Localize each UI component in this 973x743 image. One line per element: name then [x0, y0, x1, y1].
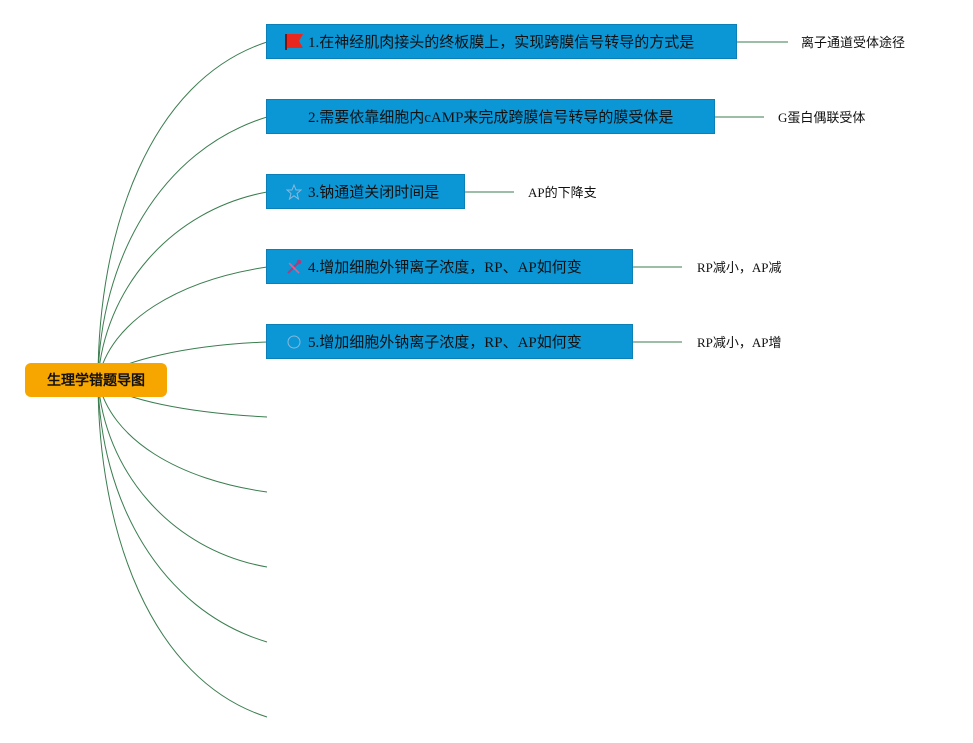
branch-3-label: 3.钠通道关闭时间是: [308, 185, 440, 201]
answer-4[interactable]: RP减小，AP减: [697, 260, 782, 275]
connector-empty-10: [97, 379, 268, 718]
branch-5[interactable]: 5.增加细胞外钠离子浓度，RP、AP如何变: [266, 324, 633, 359]
connector-branch-3: [97, 191, 268, 381]
connector-branch-1: [97, 41, 268, 381]
connector-branch-2: [97, 116, 268, 381]
answer-1[interactable]: 离子通道受体途径: [801, 35, 906, 50]
branch-5-label: 5.增加细胞外钠离子浓度，RP、AP如何变: [308, 335, 582, 351]
answer-3[interactable]: AP的下降支: [528, 185, 597, 200]
branch-3[interactable]: 3.钠通道关闭时间是: [266, 174, 465, 209]
branch-2-label: 2.需要依靠细胞内cAMP来完成跨膜信号转导的膜受体是: [308, 110, 674, 126]
root-topic[interactable]: 生理学错题导图: [25, 363, 167, 397]
answer-5[interactable]: RP减小，AP增: [697, 335, 782, 350]
branch-2[interactable]: 2.需要依靠细胞内cAMP来完成跨膜信号转导的膜受体是: [266, 99, 715, 134]
answer-2[interactable]: G蛋白偶联受体: [778, 110, 866, 125]
circle-icon: [284, 332, 304, 352]
tools-icon: [284, 257, 304, 277]
branch-4-label: 4.增加细胞外钾离子浓度，RP、AP如何变: [308, 260, 582, 276]
branch-1-label: 1.在神经肌肉接头的终板膜上，实现跨膜信号转导的方式是: [308, 35, 695, 51]
blank-icon: [284, 107, 304, 127]
root-topic-label: 生理学错题导图: [47, 373, 145, 389]
branch-4[interactable]: 4.增加细胞外钾离子浓度，RP、AP如何变: [266, 249, 633, 284]
star-icon: [284, 182, 304, 202]
connector-empty-9: [97, 379, 268, 643]
connector-empty-8: [97, 379, 268, 568]
red-flag-icon: [284, 32, 304, 52]
connector-branch-4: [97, 266, 268, 381]
branch-1[interactable]: 1.在神经肌肉接头的终板膜上，实现跨膜信号转导的方式是: [266, 24, 737, 59]
connector-empty-7: [97, 379, 268, 493]
